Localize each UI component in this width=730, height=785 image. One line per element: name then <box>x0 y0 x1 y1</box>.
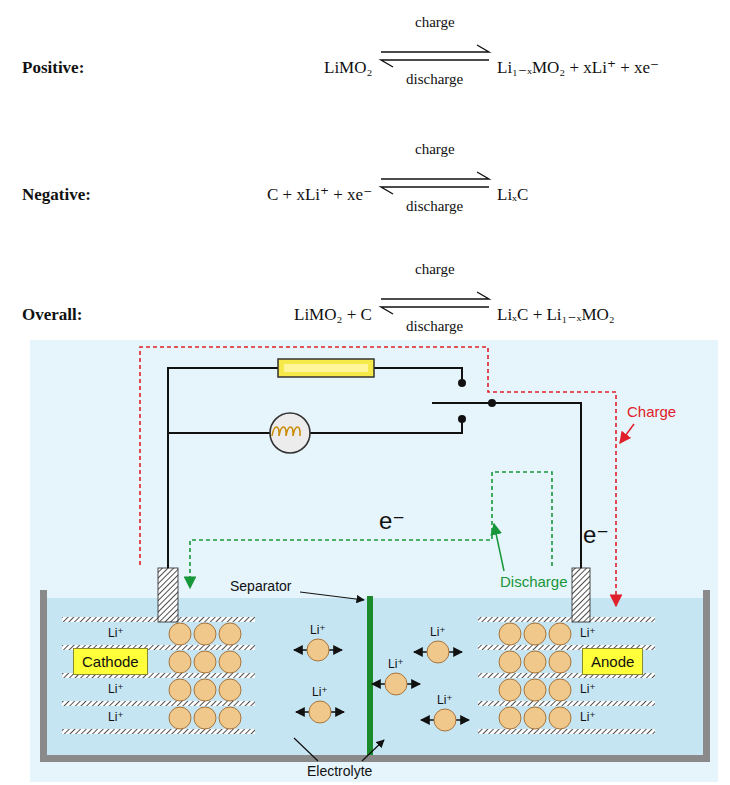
formula: LiₓC + Li₁₋ₓMO₂ <box>497 305 615 325</box>
lithium-ion <box>499 679 521 701</box>
formula: C + xLi⁺ + xe⁻ <box>267 185 372 205</box>
lithium-ion <box>219 623 241 645</box>
switch-pivot <box>488 399 496 407</box>
cell-housing <box>40 590 710 762</box>
current-label: Charge <box>627 403 676 420</box>
lamp-symbol <box>270 413 310 453</box>
equilibrium-arrow <box>381 172 489 194</box>
lithium-ion <box>219 679 241 701</box>
equilibrium-arrow <box>381 45 489 67</box>
lithium-ion <box>169 623 191 645</box>
ion-label: Li⁺ <box>310 624 326 638</box>
lithium-ion <box>194 679 216 701</box>
lithium-ion <box>169 651 191 673</box>
leader-line <box>294 738 384 761</box>
equilibrium-arrow <box>381 292 489 314</box>
electrolyte-liquid <box>47 598 703 755</box>
lamp-filament <box>272 427 300 436</box>
reaction-direction: discharge <box>406 318 463 335</box>
lithium-ion <box>169 679 191 701</box>
charge-pointer <box>620 424 634 443</box>
electrode-name: Cathode <box>82 653 139 670</box>
switch-contact <box>458 415 466 423</box>
discharge-path <box>190 472 552 588</box>
lithium-ion <box>194 651 216 673</box>
separator-membrane <box>367 596 373 755</box>
reaction-direction: charge <box>415 141 455 158</box>
resistor-highlight <box>284 364 368 372</box>
lithium-ion <box>549 679 571 701</box>
lithium-ion <box>499 623 521 645</box>
electron-label: e⁻ <box>583 521 609 549</box>
lithium-ion <box>499 707 521 729</box>
formula: LiₓC <box>497 185 528 205</box>
ion-label: Li⁺ <box>580 627 596 641</box>
reaction-direction: discharge <box>406 198 463 215</box>
lithium-ion <box>385 673 407 695</box>
ion-label: Li⁺ <box>108 711 124 725</box>
anode-terminal <box>572 568 590 622</box>
lithium-ion <box>524 707 546 729</box>
lithium-ion <box>499 651 521 673</box>
part-label: Electrolyte <box>307 763 372 779</box>
equation-heading: Negative: <box>22 185 91 205</box>
lithium-ion <box>434 709 456 731</box>
reaction-direction: discharge <box>406 71 463 88</box>
reaction-direction: charge <box>415 14 455 31</box>
electrode-label-box: Anode <box>582 648 643 675</box>
ion-label: Li⁺ <box>430 626 446 640</box>
equation-heading: Overall: <box>22 305 82 325</box>
cathode-layers <box>62 617 255 734</box>
formula: LiMO₂ + C <box>294 305 372 325</box>
ion-label: Li⁺ <box>312 686 328 700</box>
lithium-ion <box>219 707 241 729</box>
ion-label: Li⁺ <box>108 683 124 697</box>
charge-path <box>140 347 616 606</box>
current-label: Discharge <box>500 573 568 590</box>
formula: LiMO₂ <box>324 58 372 78</box>
reaction-direction: charge <box>415 261 455 278</box>
ion-label: Li⁺ <box>580 683 596 697</box>
switch-contact <box>458 379 466 387</box>
electron-label: e⁻ <box>379 507 405 535</box>
leader-line <box>300 592 364 600</box>
equation-heading: Positive: <box>22 58 84 78</box>
ion-label: Li⁺ <box>437 694 453 708</box>
ion-label: Li⁺ <box>580 711 596 725</box>
lithium-ion <box>194 707 216 729</box>
lithium-ion <box>524 651 546 673</box>
lithium-ion <box>194 623 216 645</box>
lithium-ion <box>219 651 241 673</box>
lithium-ion <box>427 641 449 663</box>
formula: Li₁₋ₓMO₂ + xLi⁺ + xe⁻ <box>497 58 659 78</box>
electrode-label-box: Cathode <box>73 648 148 675</box>
lithium-ion <box>524 623 546 645</box>
electrode-name: Anode <box>591 653 634 670</box>
lithium-ion <box>309 701 331 723</box>
ion-label: Li⁺ <box>108 627 124 641</box>
ion-label: Li⁺ <box>388 658 404 672</box>
lithium-ion <box>549 651 571 673</box>
diagram-ground <box>30 340 718 782</box>
part-label: Separator <box>230 578 291 594</box>
anode-layers <box>478 617 655 734</box>
circuit-wire <box>168 422 462 433</box>
circuit-wire <box>168 368 462 568</box>
resistor-symbol <box>278 359 374 377</box>
lithium-ion <box>549 623 571 645</box>
lithium-ion <box>549 707 571 729</box>
lithium-ion <box>524 679 546 701</box>
lithium-ion <box>307 639 329 661</box>
switch-wire <box>432 403 581 568</box>
lithium-ion <box>169 707 191 729</box>
discharge-pointer <box>494 524 504 571</box>
cathode-terminal <box>158 568 178 622</box>
